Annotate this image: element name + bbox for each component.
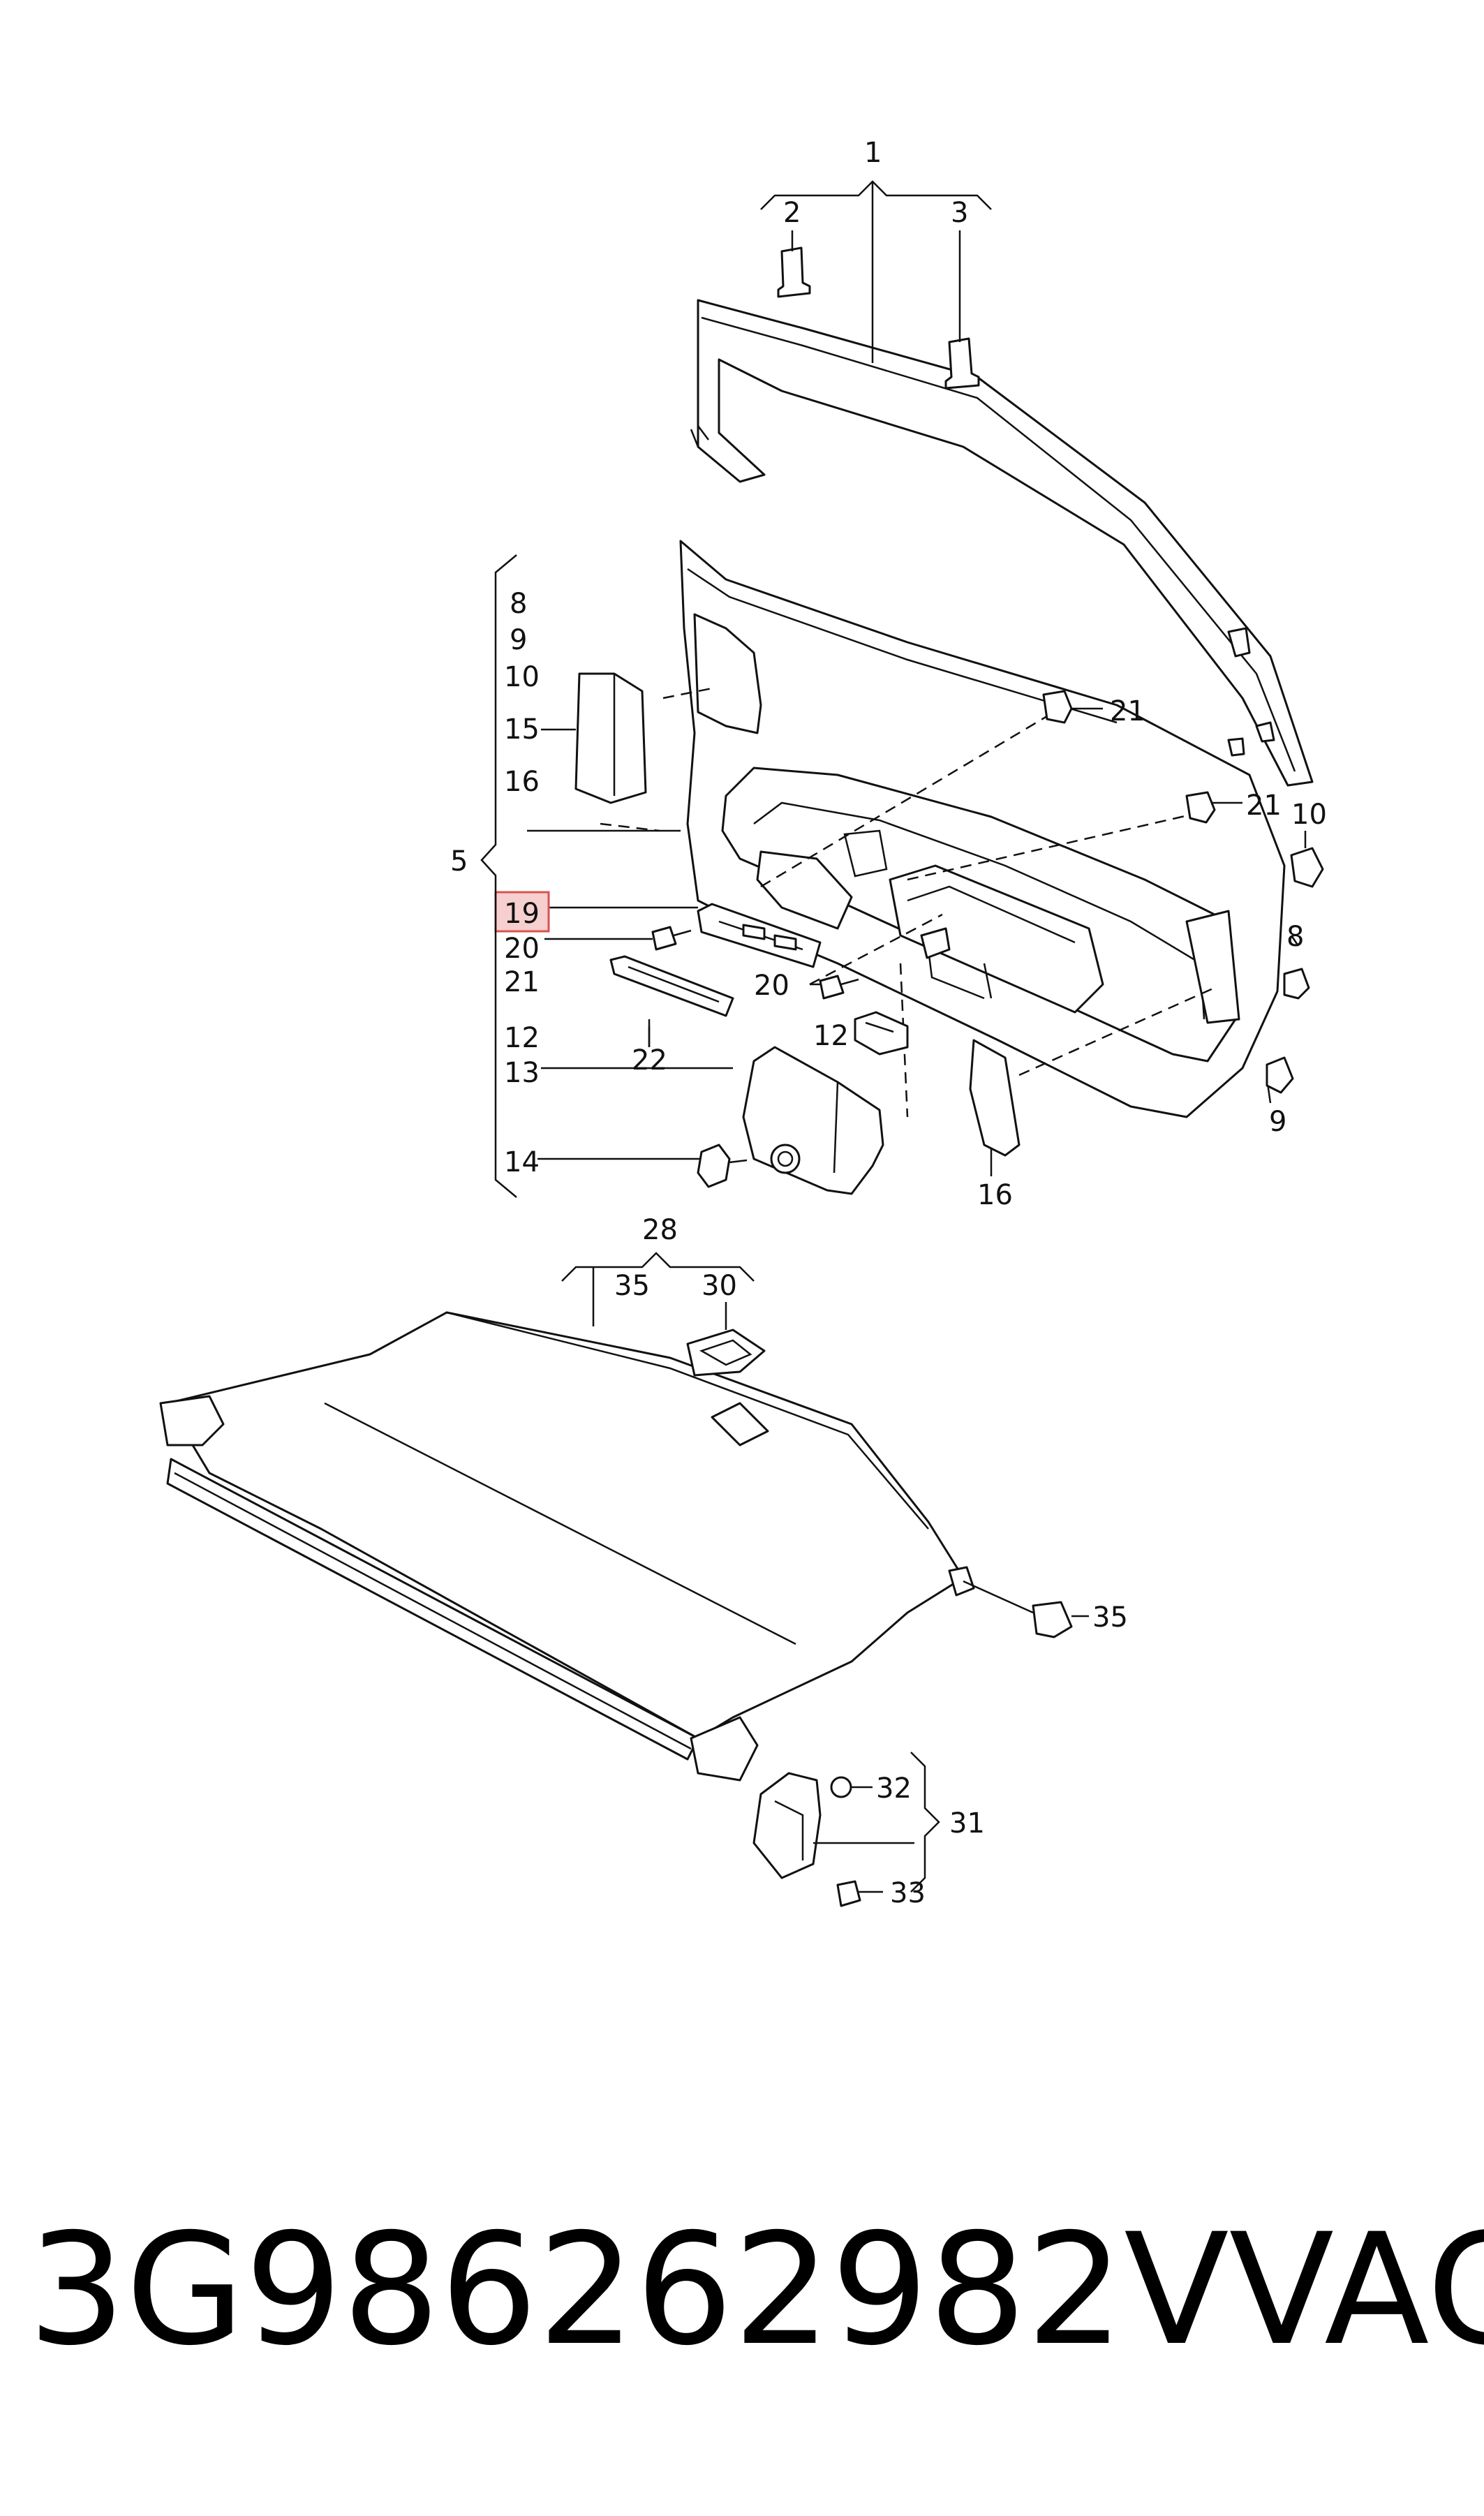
side-panel-part-16 [969,1039,1021,1157]
callout-35-top: 35 [614,1270,650,1302]
callout-35-side: 35 [1092,1601,1128,1634]
clip-part-35 [963,1580,1089,1638]
callout-30: 30 [702,1270,737,1302]
callout-bracket-1 [760,180,992,363]
callout-3: 3 [951,197,968,229]
callout-9-right: 9 [1269,1106,1286,1138]
callout-16-left: 16 [504,766,540,798]
screw-part-20-b [819,975,859,1000]
nut-part-32 [830,1776,873,1798]
callout-15: 15 [504,713,540,746]
callout-22: 22 [632,1044,667,1076]
handle-bezel-part-19 [697,903,822,968]
grip-part-30 [686,1302,766,1377]
clip-part-10 [1290,847,1324,888]
callout-14: 14 [504,1146,540,1178]
callout-10-right: 10 [1291,799,1327,831]
callout-10-left: 10 [504,661,540,693]
clip-part-12 [854,1011,909,1056]
clip-part-21-b [1185,791,1216,824]
callout-bracket-5 [480,554,517,1198]
callout-16-right: 16 [977,1179,1013,1211]
callout-20-center: 20 [754,970,789,1002]
knob-part-14 [697,1144,748,1188]
part-number: 3G986262982V [28,2200,1229,2379]
highlight-box-19 [494,891,550,933]
callout-5: 5 [450,845,468,878]
clip-part-2 [777,230,811,298]
parts-diagram: 1 2 3 5 8 9 10 15 16 19 20 21 12 13 14 2… [159,137,1327,1909]
caption-bar: 3G986262982V VAG [28,2199,1484,2381]
clip-part-3 [944,230,980,390]
callout-8-right: 8 [1286,921,1304,953]
clip-part-8 [1283,968,1310,1000]
clip-part-21-a [1042,690,1073,724]
bracket-part-31 [752,1752,940,1893]
callout-9-left: 9 [510,624,527,656]
clip-part-9 [1266,1056,1294,1094]
callout-12-left: 12 [504,1022,540,1054]
screw-part-20-a [651,926,692,951]
brand-label: VAG [1229,2200,1484,2379]
callout-21-right-b: 21 [1246,790,1282,822]
trim-strip-part-22 [609,955,734,1047]
callout-12-center: 12 [813,1020,849,1052]
callout-1: 1 [864,137,882,169]
callout-19: 19 [504,898,540,930]
callout-8-left: 8 [510,588,527,620]
callout-31: 31 [949,1807,985,1840]
callout-20-left: 20 [504,933,540,965]
side-panel-part-15 [541,672,647,804]
callout-28: 28 [642,1214,678,1246]
callout-33: 33 [890,1877,926,1909]
callout-21-left: 21 [504,966,540,998]
callout-32: 32 [876,1773,912,1805]
callout-21-right-a: 21 [1110,695,1145,727]
callout-bracket-28 [561,1252,755,1326]
luggage-cover-part-28 [159,1311,975,1782]
callout-13: 13 [504,1057,540,1089]
cover-part-13 [742,1046,884,1195]
screw-part-33 [836,1880,883,1907]
callout-2: 2 [783,197,801,229]
window-trim-frame [690,299,1314,787]
tailgate-trim-panel [679,540,1286,1118]
